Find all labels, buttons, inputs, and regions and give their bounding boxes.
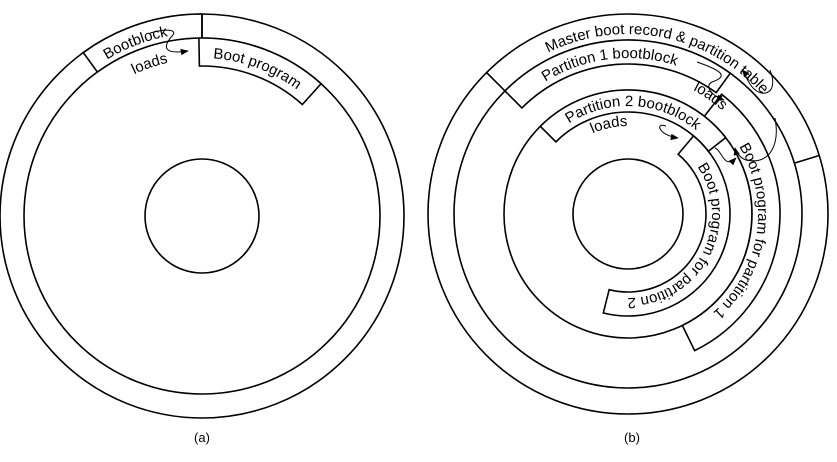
partition2-boot-program-label: Boot program for partition 2 (627, 160, 725, 311)
disk-a-outer-edge (0, 13, 405, 419)
partition2-boot-program-sector (602, 134, 731, 317)
disk-b-spindle-hole (572, 158, 684, 270)
p1-to-partition1-program-arrow (733, 117, 777, 162)
mbr-divider-right (794, 154, 820, 164)
p2-bootblock-to-program-arrow (714, 147, 737, 166)
partition2-loads-arrow (659, 124, 679, 141)
caption-a: (a) (194, 430, 210, 445)
loads-label: loads (129, 50, 169, 78)
mbr-to-p1-bootblock-arrow (741, 69, 774, 94)
disk-a-spindle-hole (144, 158, 260, 274)
partition1-bootblock-sector (503, 39, 732, 110)
mbr-divider-left (486, 72, 506, 92)
loads-arrow-a (149, 29, 189, 56)
disk-a-track-boundary (23, 37, 381, 395)
caption-b: (b) (624, 430, 640, 445)
mbr-loads-arrow (696, 61, 725, 101)
boot-program-sector (198, 37, 323, 106)
disk-b-outer-edge (427, 13, 829, 415)
partition1-boot-program-sector (681, 93, 781, 352)
partition2-bootblock-sector (539, 89, 727, 153)
